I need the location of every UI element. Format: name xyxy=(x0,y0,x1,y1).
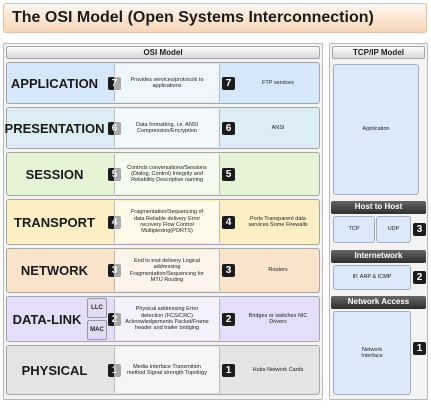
layer-number-badge: 4 xyxy=(222,215,235,229)
layer-protocols: FTP services xyxy=(262,79,294,86)
layer-number-badge: 3 xyxy=(222,264,235,277)
internetwork-number-badge: 2 xyxy=(413,271,426,284)
network-access-header: Network Access xyxy=(331,296,426,309)
layer-name: NETWORK xyxy=(20,263,89,278)
layer-protocols xyxy=(238,152,318,196)
tcp-application-label: Application xyxy=(362,126,390,133)
layer-description: Data formatting, i.e. ANSI Compression/E… xyxy=(114,109,220,147)
tcp-application-box: Application xyxy=(333,64,419,195)
layer-name: SESSION xyxy=(25,166,84,182)
layer-protocols: ANSI xyxy=(271,124,285,131)
host-to-host-number-badge: 3 xyxy=(413,223,426,236)
layer-protocols: Hubs Network Cards xyxy=(252,366,304,373)
layer-number-badge: 2 xyxy=(222,312,235,326)
layer-protocols: Routers xyxy=(268,267,288,274)
layer-name: APPLICATION xyxy=(10,75,99,91)
osi-header: OSI Model xyxy=(6,46,320,59)
layer-number-badge: 6 xyxy=(222,121,235,135)
layer-name: TRANSPORT xyxy=(14,214,95,230)
page-title: The OSI Model (Open Systems Interconnect… xyxy=(3,3,427,33)
tcp-label: TCP xyxy=(348,226,360,233)
sublayer-llc: LLC xyxy=(87,298,107,318)
layer-description: Fragmentation/Sequencing of data Reliabl… xyxy=(114,201,220,243)
internetwork-label: IP, ARP & ICMP xyxy=(352,274,392,281)
layer-protocols: Bridges or switches NIC Drivers xyxy=(248,312,308,325)
udp-box: UDP xyxy=(376,216,411,243)
internetwork-header: Internetwork xyxy=(331,250,426,263)
layer-description: Controls conversations/Sessions (Dialog,… xyxy=(114,154,220,194)
layer-number-badge: 5 xyxy=(222,167,235,181)
layer-description: Media Interface Transmition method Signa… xyxy=(114,347,220,393)
udp-label: UDP xyxy=(387,226,400,233)
layer-number-badge: 7 xyxy=(222,76,235,90)
layer-description: End to end delivery Logical addressing F… xyxy=(114,250,220,291)
internetwork-box: IP, ARP & ICMP xyxy=(333,265,411,290)
layer-name: DATA-LINK xyxy=(12,311,82,327)
tcp-header: TCP/IP Model xyxy=(332,46,425,59)
network-access-box: Network Interface xyxy=(333,311,411,395)
sublayer-mac: MAC xyxy=(87,320,107,340)
layer-description: Physical addressing Error detection (FCS… xyxy=(114,298,220,340)
layer-protocols: Ports Transparent data services Some Fir… xyxy=(248,215,308,228)
tcp-box: TCP xyxy=(333,216,375,243)
layer-number-badge: 1 xyxy=(222,363,235,377)
layer-name: PRESENTATION xyxy=(4,120,105,136)
network-access-number-badge: 1 xyxy=(413,342,426,355)
layer-description: Provides services/protocols to applicati… xyxy=(114,64,220,102)
network-access-label: Network Interface xyxy=(361,346,383,360)
layer-name: PHYSICAL xyxy=(21,362,88,378)
host-to-host-header: Host to Host xyxy=(331,201,426,214)
